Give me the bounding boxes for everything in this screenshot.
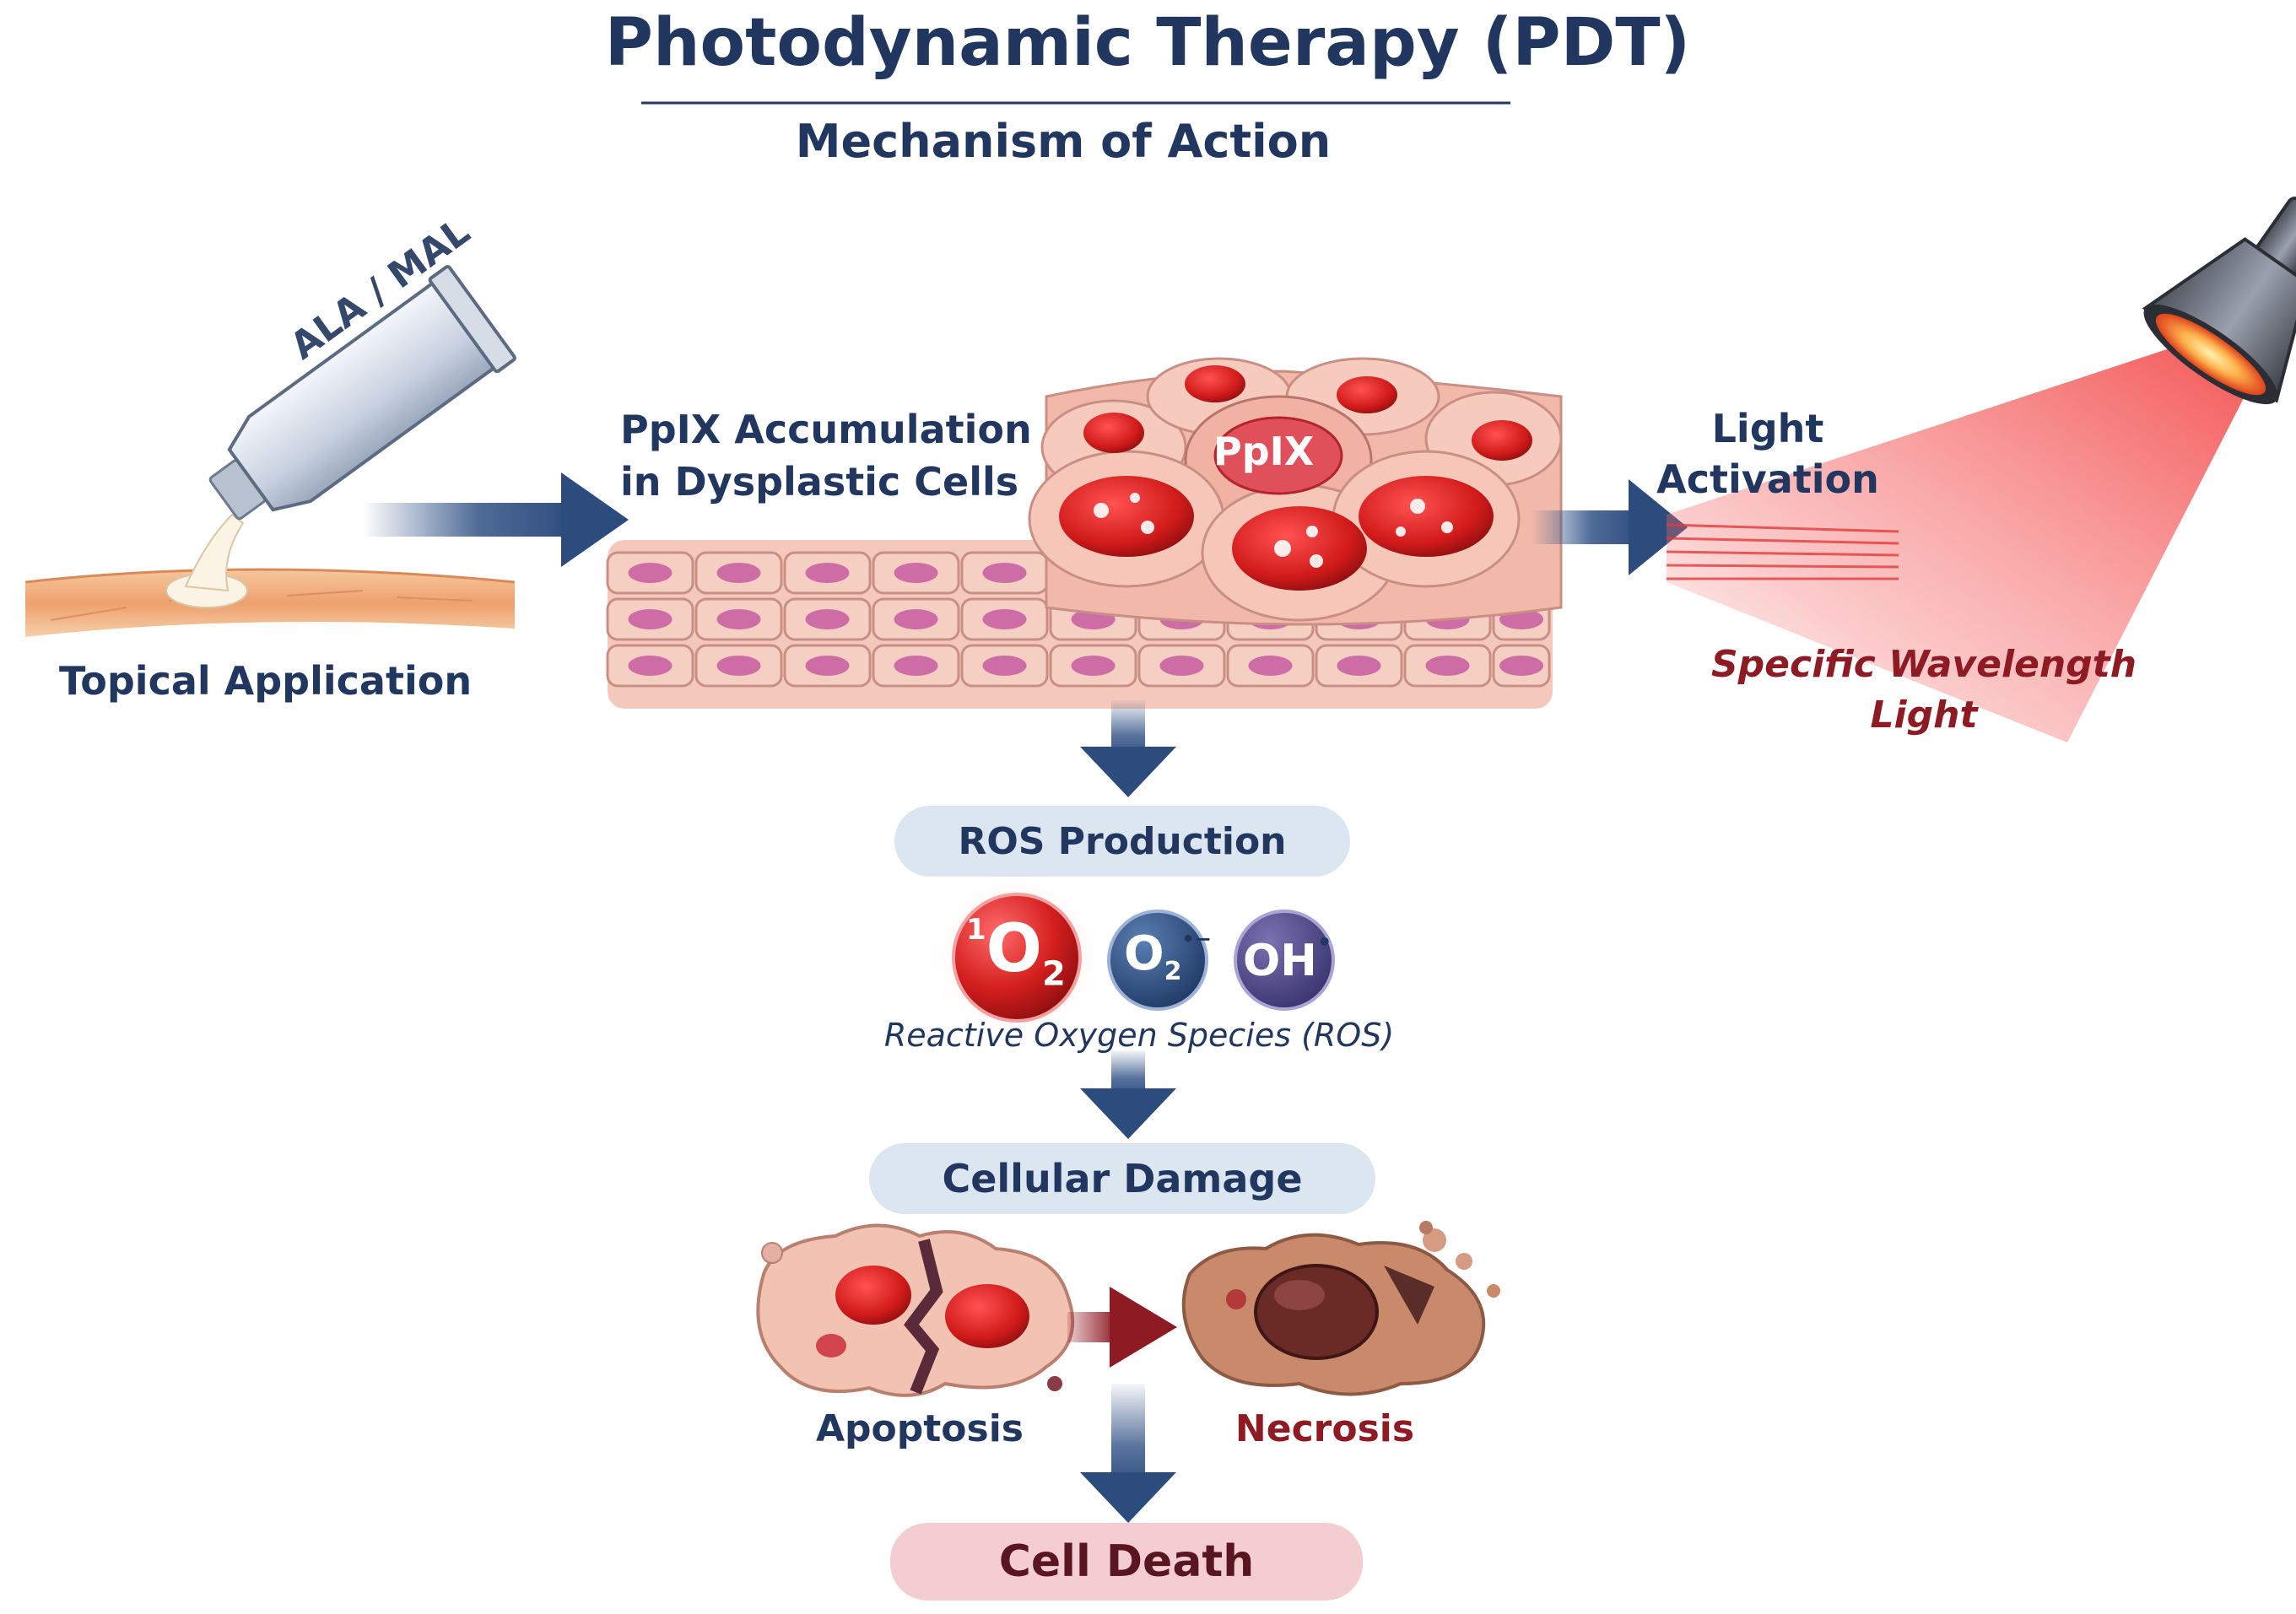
cell-death-pill: Cell Death [890,1523,1363,1601]
arrow-to-tissue [363,472,629,567]
cell-nucleus [805,563,850,583]
cell-nucleus [1499,656,1543,676]
arrow-down-to-death [1080,1384,1176,1523]
hydroxyl-icon [1234,910,1335,1011]
step-ppix-accumulation: PpIX Accumulation in Dysplastic Cells [620,407,1032,505]
cell-nucleus [894,609,938,629]
cell-nucleus [716,563,761,583]
cell-nucleus [982,656,1027,676]
arrow-to-light [1532,479,1688,575]
superoxide-icon [1107,910,1208,1011]
step-topical-application: Topical Application [59,658,473,704]
cell-nucleus [716,609,761,629]
page-title: Photodynamic Therapy (PDT) [604,5,1691,81]
lamp-icon [2142,197,2296,405]
cell-nucleus [628,563,673,583]
arrow-down-to-ros [1080,700,1176,797]
tissue-block [606,357,1563,709]
singlet-oxygen-icon [952,893,1082,1023]
cell-nucleus [982,563,1027,583]
singlet-oxygen-formula: 1O2 [966,911,1066,994]
ppix-label: PpIX [1213,429,1315,474]
arrow-apoptosis-to-necrosis [1067,1287,1177,1368]
cell-nucleus [716,656,761,676]
cell-nucleus [1248,656,1293,676]
step-light-activation: Light Activation [1656,406,1879,502]
cell-nucleus [1337,656,1381,676]
ala-mal-tube [208,265,516,521]
apoptosis-label: Apoptosis [816,1407,1024,1450]
cell-nucleus [1159,656,1204,676]
skin-surface [24,568,516,637]
cell-nucleus [805,656,850,676]
superoxide-formula: O2•− [1124,926,1212,987]
hydroxyl-formula: OH• [1243,928,1332,986]
cell-nucleus [894,563,938,583]
necrosis-cell [1181,1221,1500,1396]
cream-dab [165,513,248,608]
arrow-down-to-damage [1080,1050,1176,1139]
cell-nucleus [628,656,673,676]
light-beam [1666,346,2245,742]
cell-nucleus [982,609,1027,629]
cellular-damage-pill: Cellular Damage [869,1143,1375,1214]
cell-nucleus [1071,656,1116,676]
apoptosis-cell [756,1223,1075,1397]
cell-nucleus [805,609,850,629]
ros-caption: Reactive Oxygen Species (ROS) [883,1017,1395,1054]
cell-nucleus [1425,656,1470,676]
necrosis-label: Necrosis [1234,1407,1415,1450]
specific-wavelength-label: Specific Wavelength Light [1710,643,2137,737]
page-subtitle: Mechanism of Action [795,115,1332,168]
cell-nucleus [628,609,673,629]
cell-nucleus [894,656,938,676]
ros-production-pill: ROS Production [894,806,1350,877]
